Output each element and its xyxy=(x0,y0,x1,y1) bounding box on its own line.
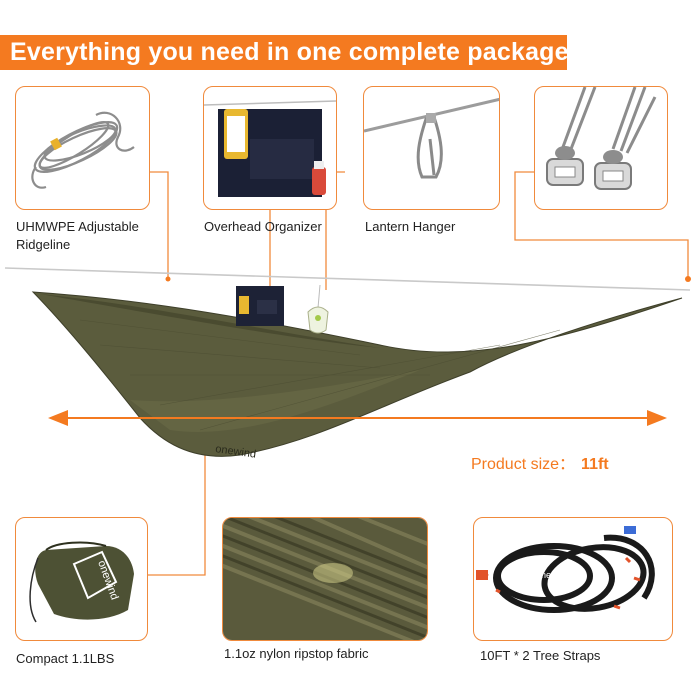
lantern-hanger-image xyxy=(364,97,499,179)
ridgeline-point xyxy=(165,276,171,282)
mini-phone xyxy=(239,296,249,314)
organizer-caption: Overhead Organizer xyxy=(204,219,322,234)
compact-caption: Compact 1.1LBS xyxy=(16,651,115,666)
hammock-body xyxy=(31,291,683,457)
ridgeline-caption: UHMWPE Adjustable Ridgeline xyxy=(16,218,139,254)
rope-coil-image xyxy=(31,111,135,189)
hammock-brand: onewind xyxy=(215,443,257,461)
mini-lantern-cord xyxy=(317,284,321,309)
organizer-image xyxy=(204,100,336,197)
straps-brand: onewind xyxy=(536,570,570,580)
size-arrow-left xyxy=(48,410,68,426)
hammock-fold xyxy=(40,294,380,348)
ridgeline-box xyxy=(15,86,150,210)
fabric-closeup-image xyxy=(223,518,427,640)
ridgeline-end xyxy=(685,276,691,282)
lantern-box xyxy=(363,86,500,210)
lantern-caption: Lantern Hanger xyxy=(365,219,456,234)
fabric-box xyxy=(222,517,428,641)
hammock-highlight xyxy=(130,370,420,432)
product-size-label: Product size： xyxy=(471,456,576,473)
organizer-box xyxy=(203,86,337,210)
straps-box: onewind xyxy=(473,517,673,641)
product-size-value: 11ft xyxy=(581,456,609,473)
stuff-sack-image: onewind xyxy=(29,541,134,623)
compact-box: onewind xyxy=(15,517,148,641)
product-size: Product size： 11ft xyxy=(471,450,609,474)
banner-title: Everything you need in one complete pack… xyxy=(10,38,569,66)
header-banner: Everything you need in one complete pack… xyxy=(0,35,569,70)
ridgeline-caption-line2: Ridgeline xyxy=(16,237,71,252)
ridgeline-caption-line1: UHMWPE Adjustable xyxy=(16,219,139,234)
buckles-box xyxy=(534,86,668,210)
fabric-caption: 1.1oz nylon ripstop fabric xyxy=(224,646,369,661)
buckles-image xyxy=(546,87,657,190)
ridgeline-rope xyxy=(4,267,691,291)
straps-caption: 10FT * 2 Tree Straps xyxy=(480,648,601,663)
size-arrow-right xyxy=(647,410,667,426)
hammock-ripstop-lines xyxy=(79,319,561,431)
tree-straps-image: onewind xyxy=(476,526,655,613)
